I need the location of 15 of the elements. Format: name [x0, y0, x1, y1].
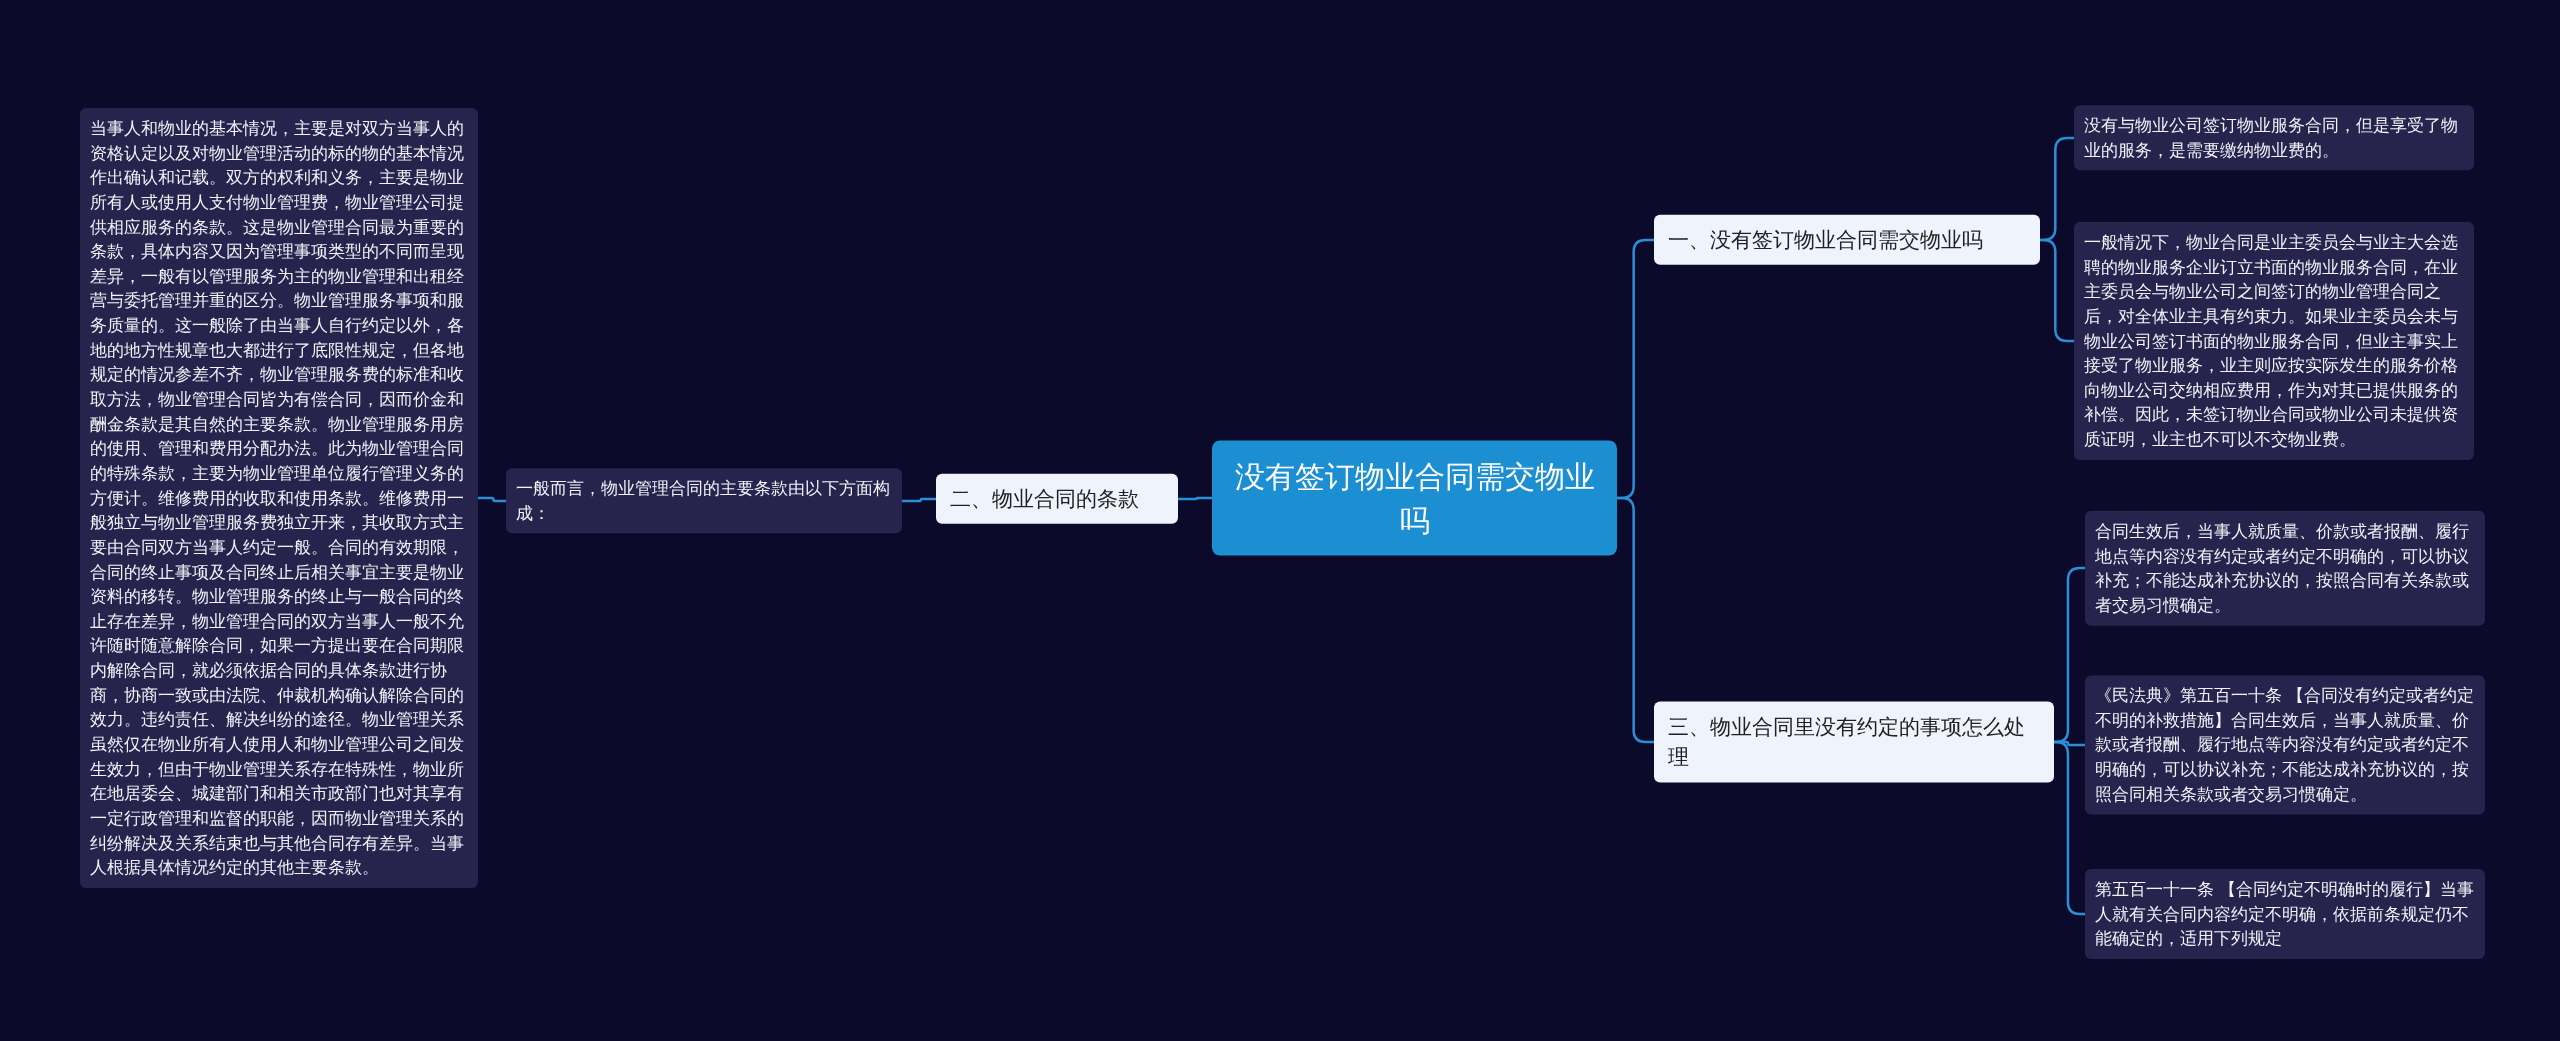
- note-box: 《民法典》第五百一十条 【合同没有约定或者约定不明的补救措施】合同生效后，当事人就质量、价款或者报酬、履行地点等内容没有约定或者约定不明确的，可以协议补充；不能达成补充协议的，按照合同相关条款或者交易习惯确定。: [2085, 675, 2485, 815]
- central-topic: 没有签订物业合同需交物业吗: [1212, 440, 1617, 556]
- note-box: 一般情况下，物业合同是业主委员会与业主大会选聘的物业服务企业订立书面的物业服务合同，在业主委员会与物业公司之间签订的物业管理合同之后，对全体业主具有约束力。如果业主委员会未与物业公司签订书面的物业服务合同，但业主事实上接受了物业服务，业主则应按实际发生的服务价格向物业公司交纳相应费用，作为对其已提供服务的补偿。因此，未签订物业合同或物业公司未提供资质证明，业主也不可以不交物业费。: [2074, 222, 2474, 460]
- connector-line: [902, 497, 936, 503]
- connector-line: [1178, 496, 1212, 501]
- note-box: 没有与物业公司签订物业服务合同，但是享受了物业的服务，是需要缴纳物业费的。: [2074, 105, 2474, 171]
- note-box: 第五百一十一条 【合同约定不明确时的履行】当事人就有关合同内容约定不明确，依据前条规定仍不能确定的，适用下列规定: [2085, 869, 2485, 959]
- note-box: 当事人和物业的基本情况，主要是对双方当事人的资格认定以及对物业管理活动的标的物的基本情况作出确认和记载。双方的权利和义务，主要是物业所有人或使用人支付物业管理费，物业管理公司提供相应服务的条款。这是物业管理合同最为重要的条款，具体内容又因为管理事项类型的不同而呈现差异，一般有以管理服务为主的物业管理和出租经营与委托管理并重的区分。物业管理服务事项和服务质量的。这一般除了由当事人自行约定以外，各地的地方性规章也大都进行了底限性规定，但各地规定的情况参差不齐，物业管理服务费的标准和收取方法，物业管理合同皆为有偿合同，因而价金和酬金条款是其自然的主要条款。物业管理服务用房的使用、管理和费用分配办法。此为物业管理合同的特殊条款，主要为物业管理单位履行管理义务的方便计。维修费用的收取和使用条款。维修费用一般独立与物业管理服务费独立开来，其收取方式主要由合同双方当事人约定一般。合同的有效期限，合同的终止事项及合同终止后相关事宜主要是物业资料的移转。物业管理服务的终止与一般合同的终止存在差异，物业管理合同的双方当事人一般不允许随时随意解除合同，如果一方提出要在合同期限内解除合同，就必须依据合同的具体条款进行协商，协商一致或由法院、仲裁机构确认解除合同的效力。违约责任、解决纠纷的途径。物业管理关系虽然仅在物业所有人使用人和物业管理公司之间发生效力，但由于物业管理关系存在特殊性，物业所在地居委会、城建部门和相关市政部门也对其享有一定行政管理和监督的职能，因而物业管理关系的纠纷解决及关系结束也与其他合同存有差异。当事人根据具体情况约定的其他主要条款。: [80, 108, 478, 888]
- topic-box: 三、物业合同里没有约定的事项怎么处理: [1654, 701, 2054, 783]
- note-box: 一般而言，物业管理合同的主要条款由以下方面构成：: [506, 468, 902, 534]
- connector-line: [478, 496, 506, 503]
- note-box: 合同生效后，当事人就质量、价款或者报酬、履行地点等内容没有约定或者约定不明确的，可以协议补充；不能达成补充协议的，按照合同有关条款或者交易习惯确定。: [2085, 510, 2485, 626]
- connector-line: [1617, 496, 1654, 744]
- topic-box: 一、没有签订物业合同需交物业吗: [1654, 214, 2040, 266]
- topic-box: 二、物业合同的条款: [936, 473, 1178, 525]
